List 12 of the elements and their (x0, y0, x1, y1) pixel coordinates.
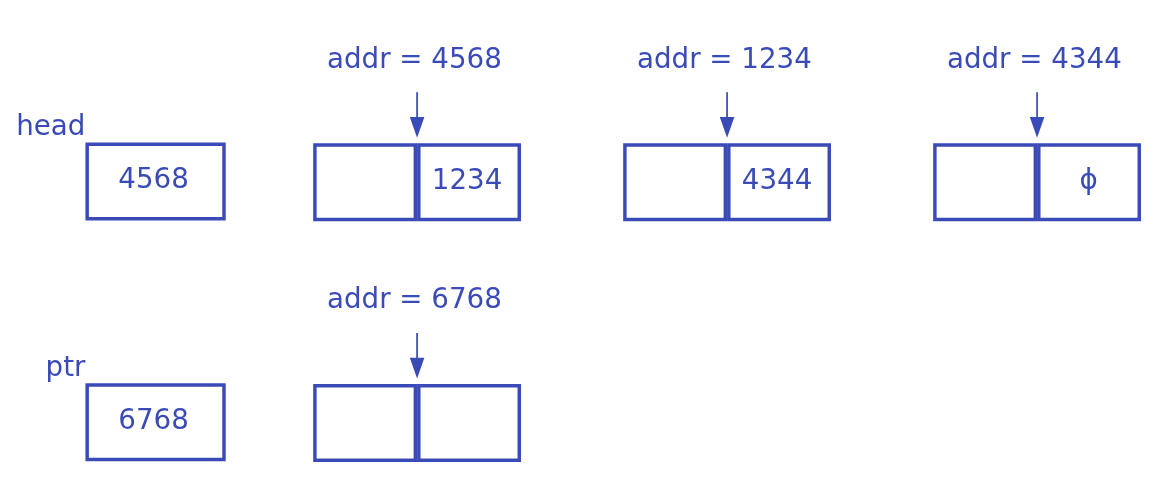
arrow (1029, 90, 1045, 138)
node-text: addr = 6768 (327, 281, 502, 315)
node-label: ptr (45, 349, 86, 383)
node-text: addr = 4568 (327, 41, 502, 75)
node-box: 6768 (85, 382, 226, 461)
arrow (409, 331, 425, 379)
arrow (409, 90, 425, 138)
node-label: head (16, 108, 86, 142)
node-text: addr = 4344 (947, 41, 1122, 75)
arrow (719, 90, 735, 138)
node-box: 4568 (85, 142, 226, 220)
node-text: addr = 1234 (637, 41, 812, 75)
